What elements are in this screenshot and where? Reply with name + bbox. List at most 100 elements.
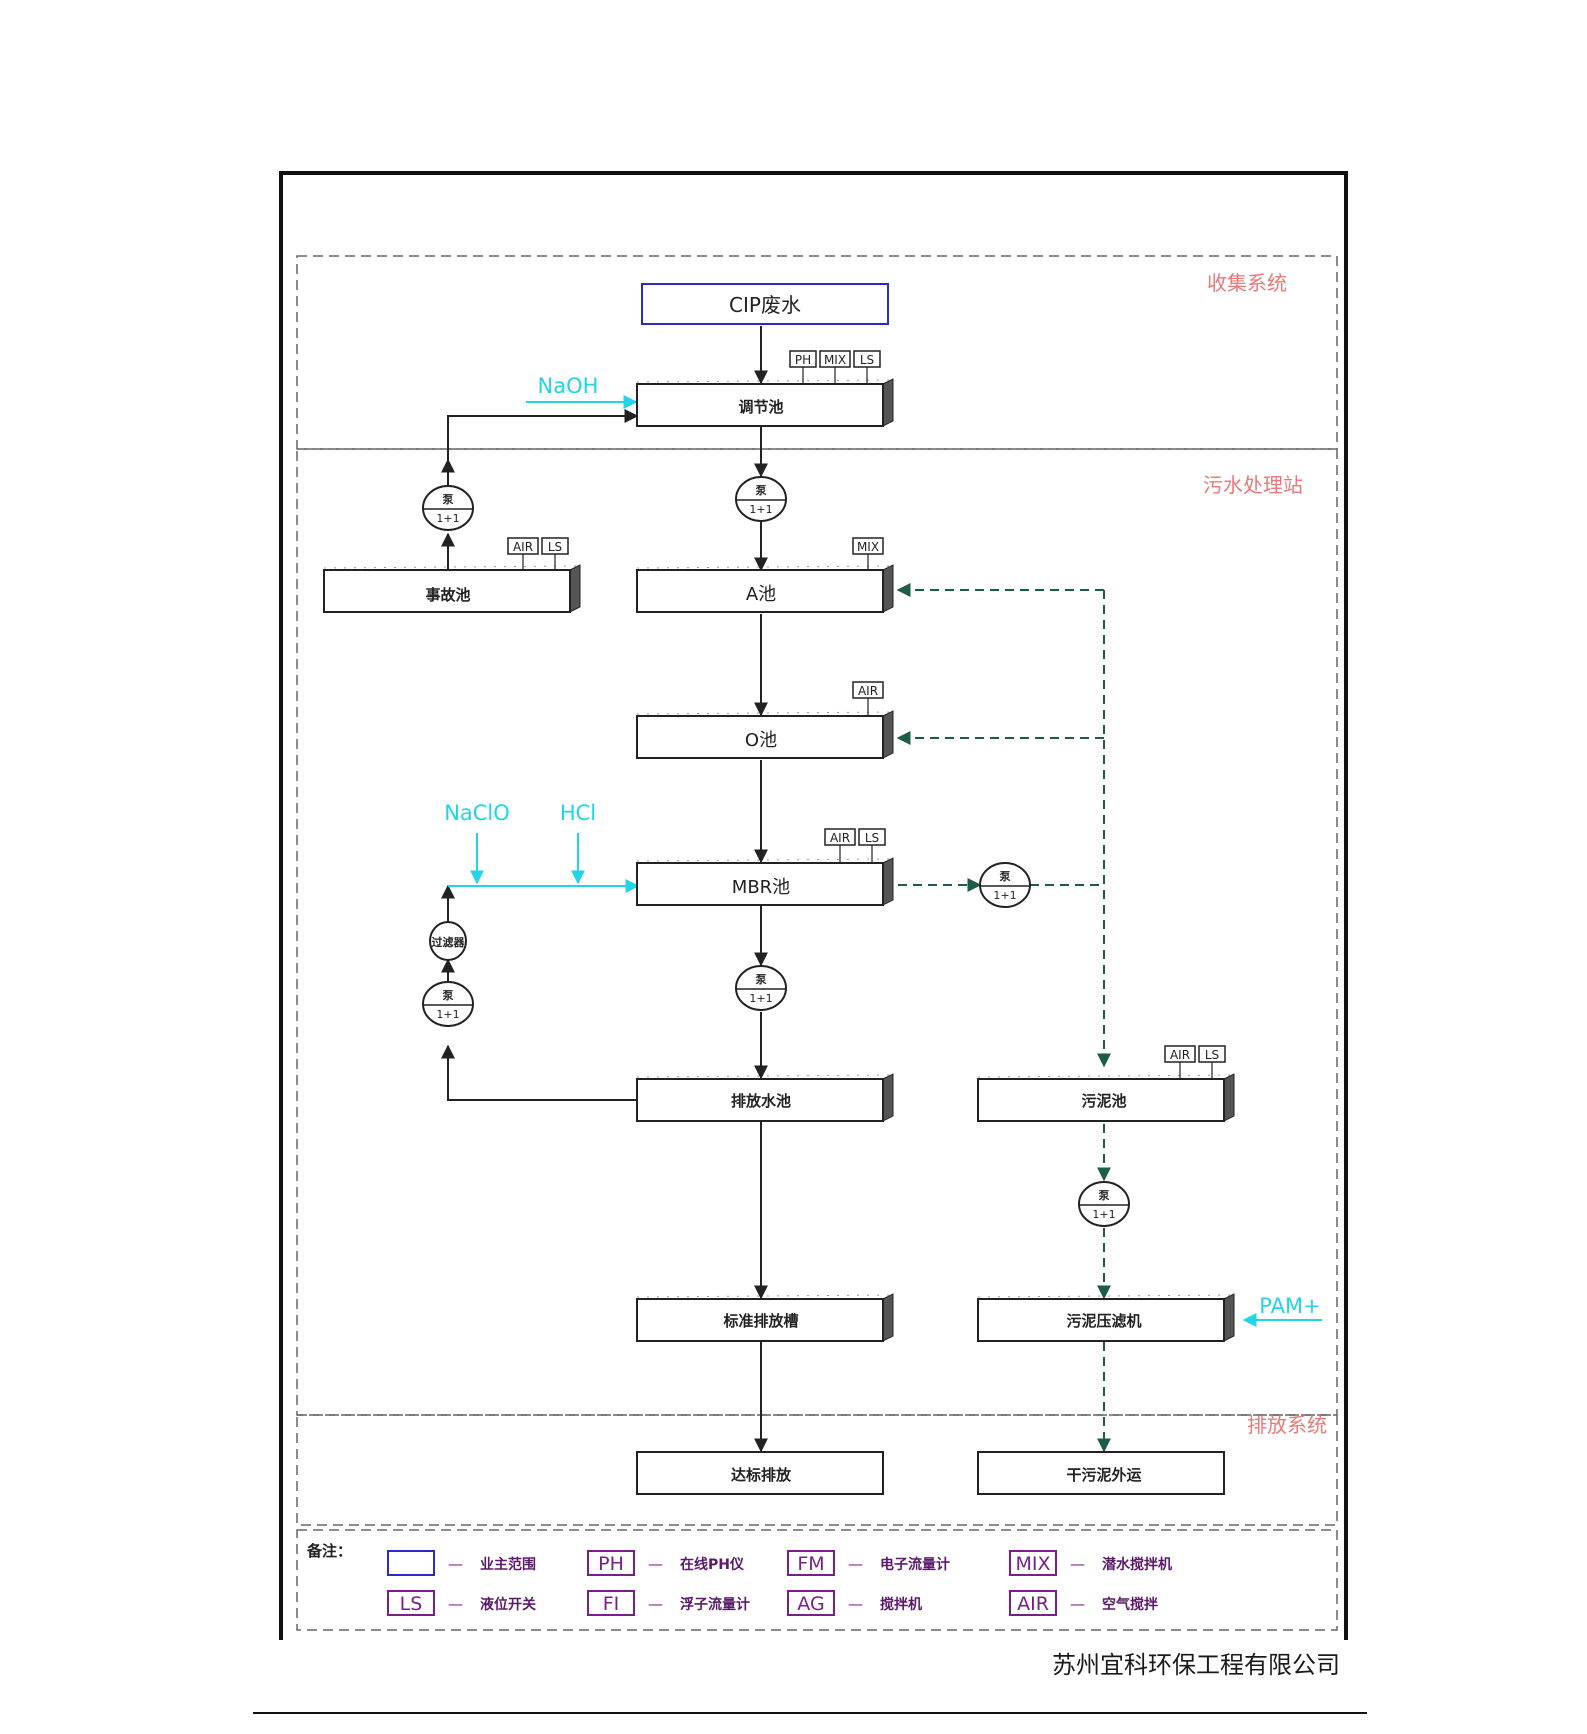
tank-group	[323, 378, 1235, 1495]
tank-sludge-label: 污泥池	[1081, 1092, 1126, 1110]
legend-desc: 业主范围	[480, 1556, 536, 1573]
legend-code: FI	[603, 1593, 620, 1615]
tank-o-label: O池	[745, 730, 777, 751]
tank-mbr	[636, 857, 894, 906]
tank-compliant-label: 达标排放	[731, 1466, 792, 1484]
tank-sludge_press	[977, 1293, 1235, 1342]
pump-label-top: 泵	[756, 484, 767, 497]
tank-accident-label: 事故池	[425, 586, 470, 604]
tag-text: PH	[795, 353, 811, 367]
legend-code: MIX	[1015, 1553, 1050, 1575]
legend-desc: 搅拌机	[880, 1596, 922, 1613]
tag-accident-air: AIR	[507, 537, 539, 570]
tag-text: LS	[548, 540, 562, 554]
pump-label-bottom: 1+1	[436, 1008, 459, 1021]
legend-title: 备注：	[306, 1542, 352, 1560]
tank-dry-sludge-label: 干污泥外运	[1066, 1466, 1141, 1484]
legend-item-ag: AG — 搅拌机	[787, 1590, 922, 1616]
pump-1: 泵 1+1	[735, 476, 787, 522]
tag-regulating-ls: LS	[853, 350, 881, 384]
tag-regulating-ph: PH	[789, 350, 817, 384]
pump-5: 泵1+1	[979, 862, 1031, 908]
legend-dash: —	[1070, 1595, 1085, 1613]
tag-text: AIR	[513, 540, 533, 554]
pump-label-top: 泵	[443, 989, 454, 1002]
legend-dash: —	[1070, 1555, 1085, 1573]
legend-code: AIR	[1017, 1593, 1049, 1615]
legend-dash: —	[648, 1555, 663, 1573]
legend-dash: —	[648, 1595, 663, 1613]
tag-accident-ls: LS	[541, 537, 569, 570]
tank-o_tank	[636, 710, 894, 759]
legend-item-mix: MIX — 潜水搅拌机	[1009, 1550, 1172, 1576]
tag-text: LS	[860, 353, 874, 367]
flow-drain-to-recycle-pump	[441, 1044, 638, 1101]
tank-accident	[323, 564, 581, 613]
pump-2: 泵 1+1	[422, 485, 474, 531]
tag-o_tank-air: AIR	[852, 681, 884, 716]
pump-label-bottom: 1+1	[993, 889, 1016, 902]
legend-code: LS	[400, 1593, 423, 1615]
tag-text: LS	[865, 831, 879, 845]
pump-label-bottom: 1+1	[749, 503, 772, 516]
legend-desc: 浮子流量计	[680, 1596, 750, 1613]
zone-label-discharge: 排放系统	[1247, 1413, 1327, 1437]
tag-text: MIX	[857, 540, 879, 554]
chem-pam: PAM+	[1259, 1294, 1320, 1318]
chem-naoh: NaOH	[538, 374, 599, 398]
pump-label-bottom: 1+1	[436, 512, 459, 525]
legend-item-fm: FM — 电子流量计	[787, 1550, 950, 1576]
legend-code: AG	[797, 1593, 824, 1615]
tag-text: LS	[1205, 1048, 1219, 1062]
tag-text: AIR	[858, 684, 878, 698]
company-name: 苏州宜科环保工程有限公司	[1052, 1651, 1340, 1679]
tank-a_tank	[636, 564, 894, 613]
tank-drain_water	[636, 1073, 894, 1122]
flow-accident-to-regulating	[447, 409, 639, 462]
legend-dash: —	[448, 1555, 463, 1573]
pump-label-top: 泵	[443, 493, 454, 506]
legend-desc: 电子流量计	[880, 1556, 950, 1573]
tag-text: AIR	[830, 831, 850, 845]
tag-mbr-ls: LS	[858, 828, 886, 863]
legend-desc: 潜水搅拌机	[1102, 1556, 1172, 1573]
pump-3: 泵1+1	[735, 965, 787, 1011]
outer-frame	[279, 171, 1348, 1640]
legend-item-ls: LS — 液位开关	[387, 1590, 536, 1616]
legend-dash: —	[848, 1595, 863, 1613]
chem-hcl: HCl	[560, 801, 596, 825]
tank-press-label: 污泥压滤机	[1066, 1312, 1141, 1330]
legend-desc: 液位开关	[480, 1596, 536, 1613]
cip-box	[641, 283, 889, 325]
pump-4: 泵 1+1	[422, 981, 474, 1027]
footer-rule	[253, 1712, 1367, 1714]
pump-label-bottom: 1+1	[1092, 1208, 1115, 1221]
legend-item-fi: FI — 浮子流量计	[587, 1590, 750, 1616]
zone-label-treat: 污水处理站	[1203, 473, 1303, 497]
legend-desc: 在线PH仪	[680, 1556, 745, 1573]
legend-item-owner: — 业主范围	[387, 1550, 536, 1576]
tag-a_tank-mix: MIX	[852, 537, 884, 570]
tank-a-label: A池	[746, 584, 776, 605]
tag-text: MIX	[824, 353, 846, 367]
pump-label-top: 泵	[1099, 1189, 1110, 1202]
legend-item-ph: PH—在线PH仪	[587, 1550, 745, 1576]
cip-label: CIP废水	[729, 293, 801, 317]
tag-sludge-ls: LS	[1198, 1045, 1226, 1079]
legend-dash: —	[848, 1555, 863, 1573]
zone-frame-legend	[296, 1529, 1338, 1631]
tank-std_discharge	[636, 1293, 894, 1342]
tank-regulating	[636, 378, 894, 427]
zone-label-collect: 收集系统	[1207, 271, 1287, 295]
zone-frame-discharge	[296, 1414, 1338, 1526]
tank-label-group: 调节池 事故池 A池 O池 MBR池 排放水池 污泥池 标准排放槽 污泥压滤机 …	[425, 398, 1141, 1484]
tank-sludge	[977, 1073, 1235, 1122]
pump-label-bottom: 1+1	[749, 992, 772, 1005]
legend-dash: —	[448, 1595, 463, 1613]
filter: 过滤器	[429, 921, 467, 961]
legend-code: FM	[797, 1553, 824, 1575]
zone-frame-treat	[296, 448, 1338, 1416]
